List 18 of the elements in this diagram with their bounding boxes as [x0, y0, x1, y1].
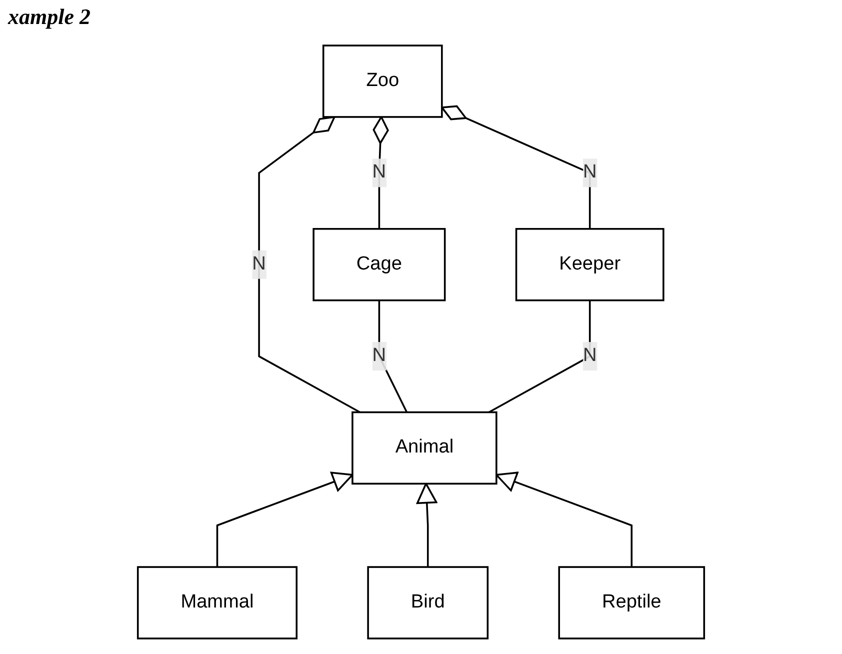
edge-label: N	[372, 162, 386, 182]
node-box: Mammal	[136, 566, 298, 640]
node-box: Cage	[312, 228, 446, 302]
edge-label: N	[252, 254, 266, 274]
edge-label: N	[582, 162, 597, 182]
node-box: Reptile	[558, 566, 706, 640]
arrow	[496, 472, 633, 568]
connector	[441, 105, 591, 229]
node-box: Zoo	[322, 44, 443, 118]
node-box: Bird	[367, 566, 489, 640]
node-box: Animal	[352, 411, 498, 485]
title: xample 2	[8, 4, 90, 30]
node-box: Keeper	[515, 228, 664, 302]
edge-label: N	[582, 346, 597, 366]
edge-label: N	[372, 346, 386, 366]
arrow	[216, 472, 354, 568]
arrow	[416, 482, 438, 568]
connector	[258, 116, 360, 414]
